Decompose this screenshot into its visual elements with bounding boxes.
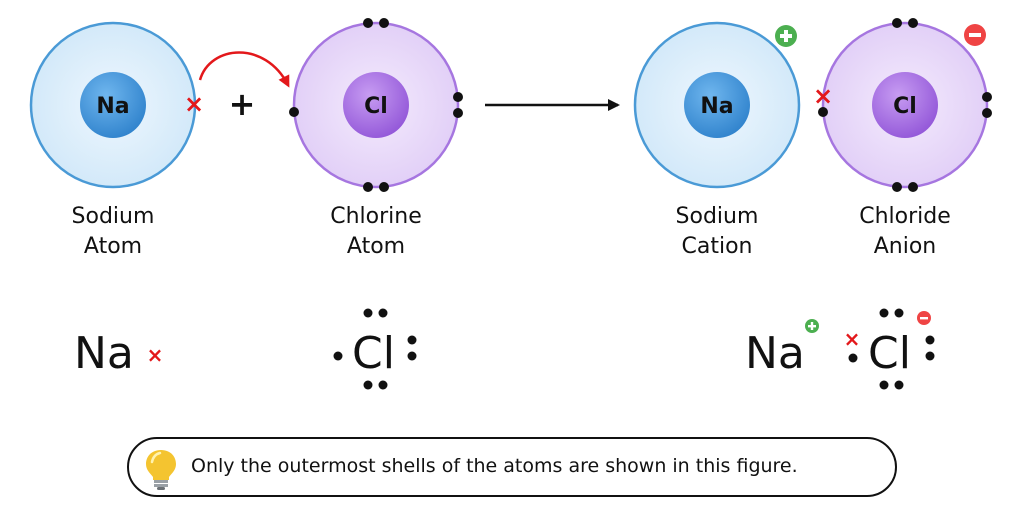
electron [363, 182, 373, 192]
chloride-electrons [818, 18, 992, 192]
electron [379, 182, 389, 192]
chloride-anion: Cl × [813, 18, 992, 192]
electron [892, 182, 902, 192]
sodium-cation-nucleus [684, 72, 750, 138]
electron [379, 18, 389, 28]
caption-line: Chlorine [330, 204, 422, 229]
electron [453, 92, 463, 102]
lewis-na-symbol: Na [74, 328, 134, 379]
electron [363, 308, 373, 318]
caption-sodium-cation: Sodium Cation [617, 202, 817, 262]
caption-line: Atom [346, 234, 406, 259]
lewis-cl-dots [333, 308, 417, 390]
chlorine-electrons [289, 18, 463, 192]
plus-charge-icon [805, 319, 819, 333]
electron [894, 308, 904, 318]
lewis-cl-ion-gained-electron: × [844, 327, 861, 351]
electron [363, 380, 373, 390]
sodium-nucleus-label: Na [96, 94, 129, 119]
electron [925, 335, 935, 345]
electron [892, 18, 902, 28]
lewis-sodium: Na × [74, 328, 163, 379]
electron [894, 380, 904, 390]
electron [925, 351, 935, 361]
note-box: Only the outermost shells of the atoms a… [127, 437, 897, 497]
electron [378, 308, 388, 318]
electron [818, 107, 828, 117]
electron [378, 380, 388, 390]
plus-operator: + [229, 85, 256, 123]
chloride-nucleus-label: Cl [893, 94, 917, 119]
electron [982, 108, 992, 118]
lightbulb-icon [146, 450, 176, 490]
caption-line: Atom [83, 234, 143, 259]
electron [982, 92, 992, 102]
electron [879, 380, 889, 390]
caption-sodium-atom: Sodium Atom [13, 202, 213, 262]
chloride-nucleus [872, 72, 938, 138]
minus-charge-icon [964, 24, 986, 46]
sodium-cation: Na [633, 21, 801, 189]
gained-electron: × [813, 82, 833, 110]
lewis-na-ion-symbol: Na [745, 328, 805, 379]
electron [908, 18, 918, 28]
sodium-nucleus [80, 72, 146, 138]
lewis-chloride-anion: Cl × [844, 308, 935, 390]
chlorine-atom: Cl [289, 18, 463, 192]
minus-charge-icon [917, 311, 931, 325]
lewis-sodium-cation: Na [745, 319, 819, 379]
plus-charge-icon [775, 25, 797, 47]
caption-chloride-anion: Chloride Anion [805, 202, 1005, 262]
caption-line: Anion [873, 234, 937, 259]
electron [363, 18, 373, 28]
electron [407, 335, 417, 345]
sodium-cation-label: Na [700, 94, 733, 119]
electron [289, 107, 299, 117]
electron [453, 108, 463, 118]
lewis-cl-symbol: Cl [352, 328, 395, 379]
lewis-chlorine: Cl [333, 308, 417, 390]
caption-chlorine-atom: Chlorine Atom [276, 202, 476, 262]
sodium-valence-electron: × [184, 90, 204, 118]
lewis-na-electron: × [147, 343, 164, 367]
electron [848, 353, 858, 363]
caption-line: Sodium [675, 204, 759, 229]
note-text: Only the outermost shells of the atoms a… [191, 455, 798, 477]
electron [407, 351, 417, 361]
caption-line: Cation [681, 234, 753, 259]
electron [333, 351, 343, 361]
electron [908, 182, 918, 192]
sodium-atom: Na × [29, 21, 204, 189]
curved-arrow-icon [198, 51, 290, 88]
caption-line: Chloride [859, 204, 951, 229]
lewis-cl-ion-dots [848, 308, 935, 390]
lewis-cl-ion-symbol: Cl [868, 328, 911, 379]
electron [879, 308, 889, 318]
caption-line: Sodium [71, 204, 155, 229]
chlorine-nucleus-label: Cl [364, 94, 388, 119]
chlorine-nucleus [343, 72, 409, 138]
